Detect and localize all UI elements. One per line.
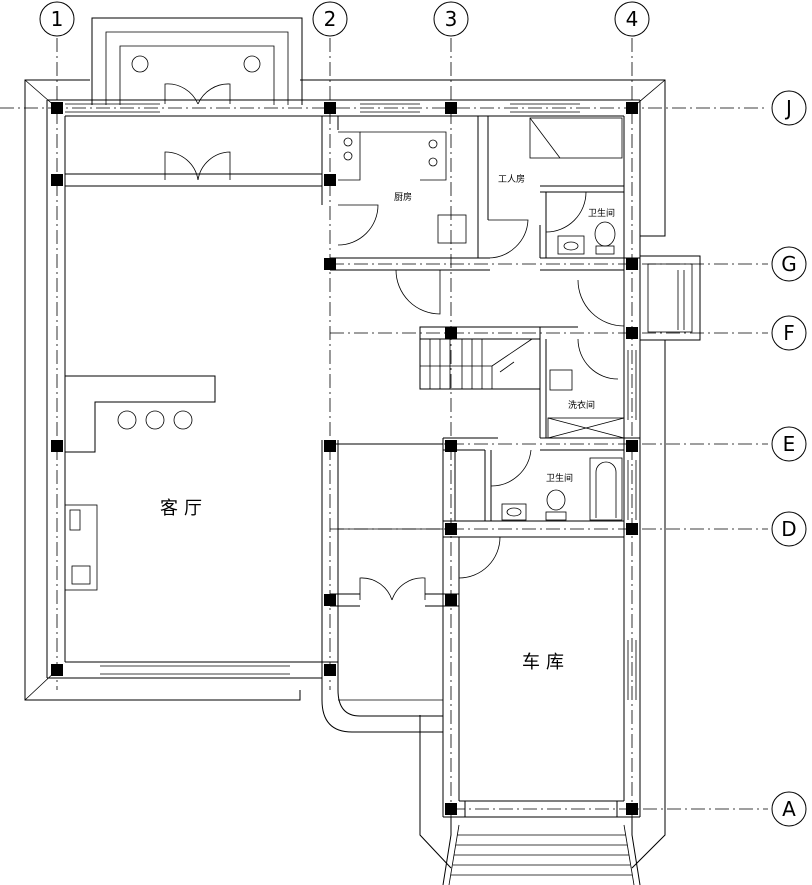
front-porch	[91, 17, 303, 105]
doors	[164, 83, 625, 601]
bath-lower-fixtures	[501, 457, 623, 521]
axis-bubble-J: J	[771, 90, 807, 126]
room-label-living: 客厅	[160, 498, 208, 519]
axis-label-G: G	[781, 252, 797, 276]
stairs	[419, 326, 541, 390]
axis-bubble-A: A	[771, 791, 807, 827]
axis-label-J: J	[784, 96, 792, 120]
bar-counter	[65, 375, 216, 453]
grid-lines	[0, 38, 768, 835]
room-label-servant: 工人房	[498, 173, 525, 185]
servant-bed	[529, 117, 623, 159]
room-label-bathroom-upper: 卫生间	[588, 207, 615, 219]
axis-label-2: 2	[324, 7, 337, 31]
axis-label-1: 1	[51, 7, 64, 31]
axis-bubble-4: 4	[614, 1, 650, 37]
bath-upper-fixtures	[557, 221, 616, 255]
axis-label-F: F	[783, 321, 795, 345]
axis-bubble-F: F	[771, 315, 807, 351]
laundry-fixtures	[547, 369, 625, 439]
axis-label-A: A	[782, 797, 796, 821]
axis-bubble-1: 1	[39, 1, 75, 37]
axis-bubble-D: D	[771, 511, 807, 547]
axis-bubble-3: 3	[433, 1, 469, 37]
axis-bubble-G: G	[771, 246, 807, 282]
axis-bubble-2: 2	[312, 1, 348, 37]
garage-steps	[442, 800, 641, 885]
kitchen-fixtures	[338, 131, 467, 244]
room-label-laundry: 洗衣间	[568, 399, 595, 411]
room-label-bathroom-lower: 卫生间	[546, 472, 573, 484]
tv-cabinet	[64, 504, 98, 591]
axis-bubble-E: E	[771, 426, 807, 462]
side-balcony	[639, 255, 701, 341]
exterior-walls	[46, 99, 641, 818]
axis-label-D: D	[781, 517, 796, 541]
axis-label-4: 4	[626, 7, 639, 31]
structural-columns	[51, 102, 638, 815]
interior-walls	[65, 116, 640, 678]
axis-label-E: E	[783, 432, 796, 456]
axis-label-3: 3	[445, 7, 458, 31]
room-label-kitchen: 厨房	[394, 191, 412, 203]
room-label-garage: 车库	[522, 652, 570, 673]
windows	[65, 103, 637, 700]
